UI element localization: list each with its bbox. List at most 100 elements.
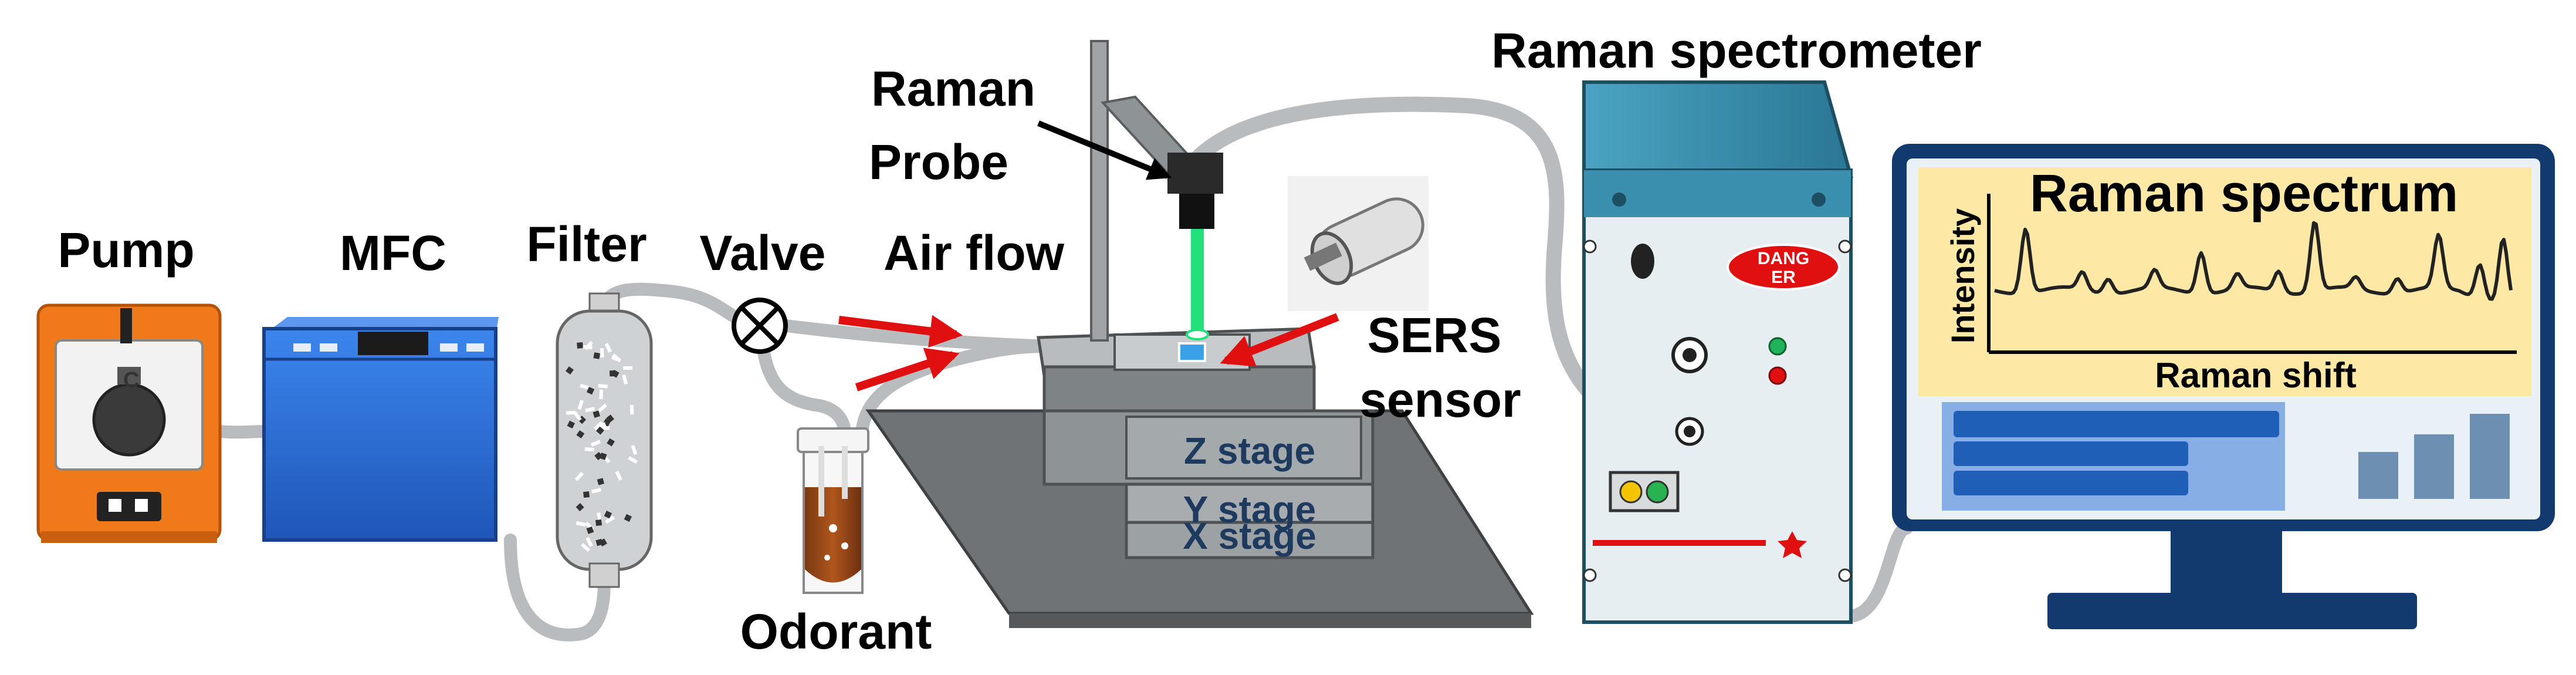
svg-text:C: C — [123, 368, 139, 393]
filter-granule — [576, 521, 586, 527]
raman-spectrometer — [1582, 80, 1853, 624]
filter-granule — [566, 366, 574, 375]
monitor — [1892, 144, 2555, 629]
raman-probe-label-line2: Probe — [869, 134, 1008, 190]
filter-granule — [577, 342, 583, 349]
filter-granule — [599, 538, 608, 547]
filter-granule — [622, 374, 628, 385]
filter-granule — [599, 389, 603, 399]
valve-icon — [732, 298, 788, 354]
bar-1 — [2358, 452, 2398, 499]
filter-granule — [576, 502, 584, 512]
y-stage-label: Y stage — [1183, 488, 1316, 531]
filter-granule — [628, 456, 638, 464]
filter-granule — [584, 447, 594, 452]
tube-valve-chamber — [780, 319, 1057, 353]
filter-granule — [611, 370, 620, 378]
sers-sensor-label-line2: sensor — [1359, 372, 1521, 427]
spectrum-line — [1994, 221, 2513, 301]
raman-probe-label-line1: Raman — [871, 61, 1035, 116]
raman-spectrometer-label: Raman spectrometer — [1491, 23, 1982, 78]
filter-granule — [585, 407, 595, 413]
led-green — [1768, 337, 1787, 356]
stage-assembly — [865, 40, 1534, 628]
filter-granule — [599, 452, 607, 460]
filter-granule — [597, 478, 604, 485]
air-flow-arrow-lower — [855, 347, 960, 392]
mfc — [262, 317, 499, 542]
filter-granule — [567, 420, 575, 428]
danger-badge — [1727, 244, 1840, 291]
filter-granule — [624, 514, 632, 522]
filter-granule — [598, 383, 608, 389]
danger-label-line2: ER — [1771, 268, 1796, 287]
filter-granule — [595, 519, 602, 526]
odorant-label: Odorant — [740, 604, 932, 659]
led-red — [1768, 366, 1787, 385]
filter-granule — [574, 471, 584, 481]
danger-label-line1: DANG — [1758, 249, 1809, 268]
filter-label: Filter — [526, 217, 646, 272]
filter-granule — [566, 411, 576, 415]
sers-sensor-label-line1: SERS — [1367, 308, 1502, 363]
filter-granule — [580, 543, 590, 552]
tube-valve-down — [756, 340, 851, 441]
raman-probe — [1167, 153, 1223, 340]
sers-chip — [1178, 342, 1206, 362]
filter-granule — [593, 352, 601, 359]
filter-granule — [604, 343, 612, 353]
filter-granule — [583, 491, 590, 498]
monitor-title: Raman spectrum — [2030, 164, 2458, 223]
air-flow-label: Air flow — [884, 225, 1065, 281]
star-icon — [1778, 531, 1807, 558]
filter-granule — [600, 347, 604, 358]
raman-probe-pointer — [1037, 120, 1172, 180]
filter-granule — [615, 470, 622, 481]
laser-beam — [1191, 229, 1204, 335]
filter-granule — [623, 366, 632, 370]
filter-granule — [585, 537, 593, 548]
pump-label: Pump — [57, 222, 194, 278]
filter-granule — [605, 515, 615, 524]
filter-granule — [607, 438, 615, 447]
z-stage-label: Z stage — [1184, 430, 1315, 472]
odorant-vial — [797, 427, 869, 594]
filter-granule — [597, 403, 607, 413]
filter-granule — [586, 526, 594, 534]
pump: C — [36, 303, 222, 543]
valve-label: Valve — [700, 225, 826, 281]
y-stage — [1125, 480, 1375, 524]
filter-granule — [630, 405, 634, 415]
filter-granule — [595, 422, 607, 428]
filter-granule — [595, 426, 604, 435]
x-stage-label: X stage — [1183, 515, 1316, 557]
switch-knob — [1631, 244, 1654, 279]
filter-granule — [577, 400, 584, 410]
filter-granule — [611, 356, 622, 363]
probe-pole — [1090, 40, 1109, 342]
bar-2 — [2414, 434, 2454, 499]
sers-sensor-pointer — [1220, 313, 1339, 367]
filter-granule — [593, 410, 600, 418]
sers-sensor-photo — [1288, 176, 1429, 311]
filter-granule — [631, 444, 638, 455]
pump-rotor — [92, 383, 166, 457]
filter-granule — [586, 387, 595, 395]
tube-spectrometer-monitor — [1842, 522, 1913, 623]
monitor-ylabel: Intensity — [1944, 208, 1981, 343]
filter-granule — [590, 440, 601, 447]
tube-mfc-filter — [504, 534, 611, 642]
air-flow-arrows — [838, 315, 963, 392]
filter-granule — [576, 430, 585, 438]
filter-granule — [580, 384, 590, 390]
filter — [556, 292, 653, 588]
filter-granule — [591, 488, 602, 494]
bar-3 — [2470, 414, 2510, 499]
filter-granule — [604, 510, 612, 519]
mfc-label: MFC — [340, 225, 446, 281]
air-flow-arrow-upper — [838, 315, 963, 348]
monitor-xlabel: Raman shift — [2155, 356, 2356, 395]
filter-granule — [584, 340, 594, 350]
filter-granule — [605, 414, 615, 423]
